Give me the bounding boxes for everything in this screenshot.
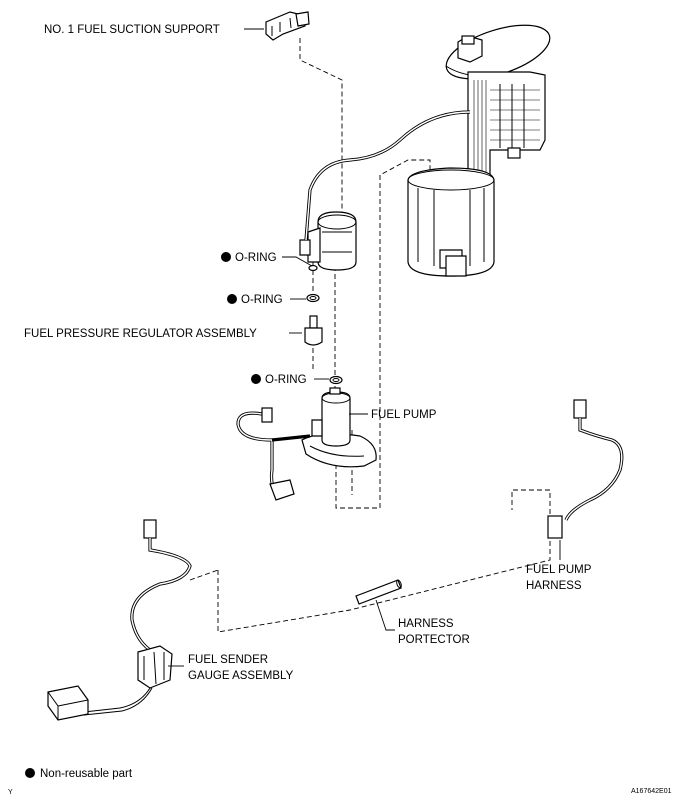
label-suction-support: NO. 1 FUEL SUCTION SUPPORT xyxy=(44,24,220,36)
label-sender-line1: FUEL SENDER xyxy=(188,654,268,666)
non-reusable-marker-icon xyxy=(251,374,261,384)
fuel-sender-gauge-part xyxy=(47,519,192,721)
label-o-ring-1: O-RING xyxy=(235,252,277,264)
fuel-filter-housing xyxy=(299,211,357,271)
non-reusable-marker-icon xyxy=(221,252,231,262)
pressure-regulator-part xyxy=(304,315,323,346)
fuel-suction-support xyxy=(265,11,310,41)
legend-non-reusable-icon xyxy=(25,768,35,778)
label-pressure-regulator: FUEL PRESSURE REGULATOR ASSEMBLY xyxy=(24,328,257,340)
pump-flange-assembly xyxy=(407,24,551,277)
label-harness-line2: HARNESS xyxy=(526,580,582,592)
label-o-ring-2: O-RING xyxy=(241,294,283,306)
leader-lines xyxy=(168,28,561,667)
legend-text: Non-reusable part xyxy=(40,768,133,780)
figure-code: A167642E01 xyxy=(631,788,672,795)
non-reusable-marker-icon xyxy=(227,294,237,304)
o-ring-1-part xyxy=(308,264,318,272)
label-protector-line1: HARNESS xyxy=(398,618,454,630)
label-harness-line1: FUEL PUMP xyxy=(526,564,592,576)
label-o-ring-3: O-RING xyxy=(265,374,307,386)
o-ring-2-part xyxy=(306,293,320,303)
fuel-pump-harness-part xyxy=(547,399,624,539)
harness-protector-part xyxy=(355,579,402,605)
fuel-hose xyxy=(304,110,471,241)
label-protector-line2: PORTECTOR xyxy=(398,634,470,646)
pump-wiring xyxy=(236,407,311,501)
corner-mark: Y xyxy=(8,789,13,796)
o-ring-3-part xyxy=(329,375,343,385)
fuel-pump-part xyxy=(301,387,377,468)
label-fuel-pump: FUEL PUMP xyxy=(371,409,437,421)
label-sender-line2: GAUGE ASSEMBLY xyxy=(188,670,294,682)
